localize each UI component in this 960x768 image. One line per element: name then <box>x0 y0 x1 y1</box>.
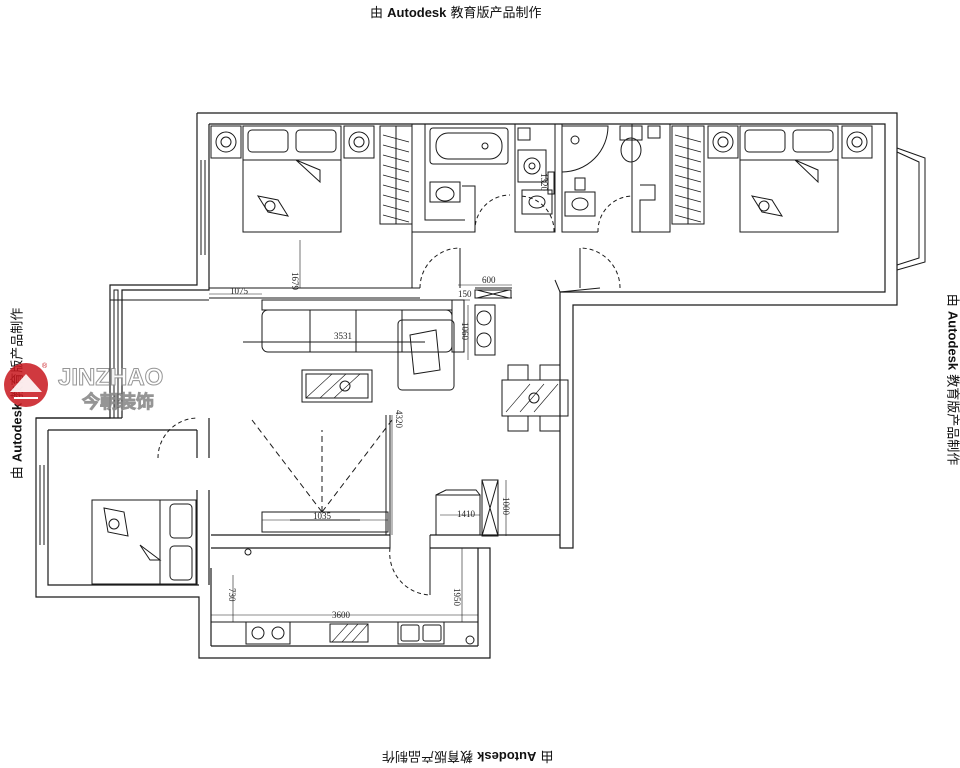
jinzhao-logo: ® JINZHAO 今朝装饰 <box>4 362 164 413</box>
kitchen-sink <box>397 621 445 645</box>
logo-name-cn: 今朝装饰 <box>82 391 154 413</box>
washbasin-1 <box>521 189 553 215</box>
washbasin-2 <box>564 191 596 217</box>
dim-1035: 1035 <box>313 511 332 521</box>
dim-1000: 1000 <box>501 497 511 516</box>
dim-3600: 3600 <box>332 610 351 620</box>
dim-3531: 3531 <box>334 331 352 341</box>
dim-1075: 1075 <box>230 286 249 296</box>
dim-600: 600 <box>482 275 496 285</box>
dim-1320: 1320 <box>539 173 549 192</box>
dim-1410: 1410 <box>457 509 476 519</box>
toilet-1 <box>429 181 461 203</box>
upper-right-bedroom <box>671 125 873 233</box>
interior-walls <box>209 124 671 595</box>
kitchen <box>211 548 478 645</box>
shower-corner <box>561 125 609 173</box>
oven <box>329 623 369 643</box>
upper-left-bedroom <box>210 125 413 233</box>
bed-upper-right <box>739 125 839 233</box>
dim-1679: 1679 <box>290 272 300 291</box>
dim-1060: 1060 <box>460 322 470 341</box>
bed-lower <box>91 499 197 585</box>
wardrobe-hangers-left <box>382 134 410 223</box>
left-balcony <box>110 289 209 419</box>
watermark-top: 由 Autodesk 教育版产品制作 <box>370 5 542 21</box>
upper-left-bedroom-window <box>200 160 206 255</box>
logo-name-en: JINZHAO <box>58 364 163 391</box>
dining-table <box>501 379 569 417</box>
bathtub <box>429 127 509 165</box>
lower-bedroom-window <box>39 465 45 545</box>
lower-left-bedroom <box>91 499 197 585</box>
door-swings <box>157 194 634 596</box>
living-room <box>243 299 465 535</box>
dim-1950: 1950 <box>452 588 462 607</box>
cooktop <box>245 621 291 645</box>
coffee-table <box>301 369 373 403</box>
dining-set <box>501 364 569 432</box>
dim-4320: 4320 <box>394 410 404 429</box>
dim-730: 730 <box>227 588 237 602</box>
bathroom-1 <box>429 127 555 215</box>
bed-upper-left <box>242 125 342 233</box>
entry-storage <box>435 479 499 537</box>
dim-150: 150 <box>458 289 472 299</box>
dimension-lines <box>209 240 512 622</box>
outer-walls <box>35 112 898 659</box>
logo-registered: ® <box>42 362 48 370</box>
toilet-2 <box>620 137 642 163</box>
bar-counter <box>474 289 512 356</box>
chaise <box>397 319 455 391</box>
sofa <box>261 309 453 353</box>
tv-cabinet <box>261 511 389 533</box>
right-bay-window <box>896 147 926 271</box>
bathroom-2 <box>561 125 661 217</box>
